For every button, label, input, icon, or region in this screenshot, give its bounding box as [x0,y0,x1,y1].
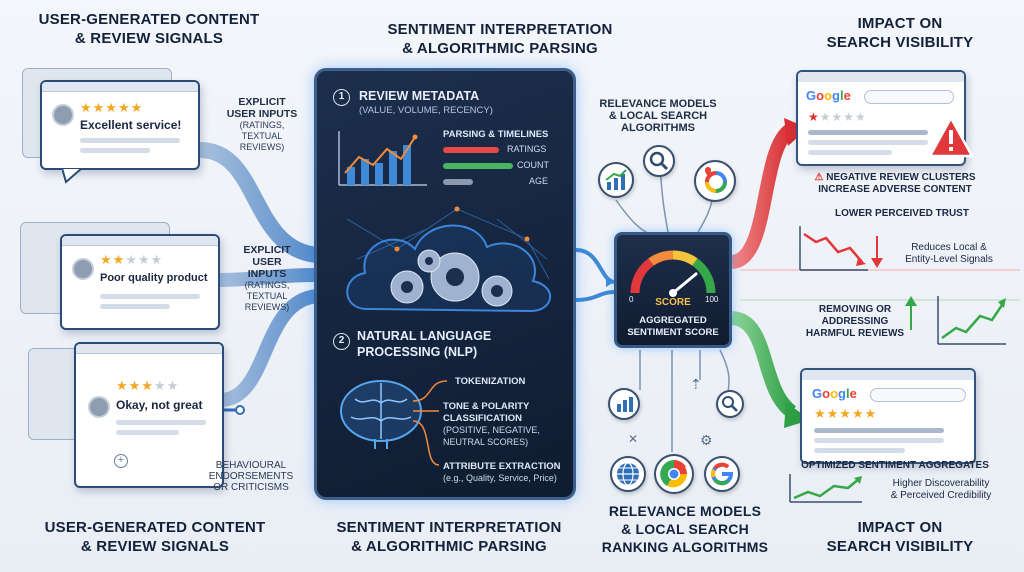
heading-bottom-center: SENTIMENT INTERPRETATION & ALGORITHMIC P… [336,519,562,555]
search-small-icon [716,390,744,418]
nlp-tone-line4: NEUTRAL SCORES) [443,437,529,447]
review-text-lines [116,420,206,440]
down-arrow-icon [871,236,883,268]
heading-top-left: USER-GENERATED CONTENT & REVIEW SIGNALS [38,11,260,47]
nlp-tone-line1: TONE & POLARITY [443,401,530,412]
search-result-positive-card: Google ★★★★★ [800,368,976,464]
parsing-timelines-label: PARSING & TIMELINES [443,129,549,140]
optimized-aggregates-text: OPTIMIZED SENTIMENT AGGREGATES [801,460,989,471]
window-bar [62,236,218,246]
review-text: Excellent service! [80,118,182,132]
up-arrow-icon [905,296,917,330]
higher-discoverability-text: Higher Discoverability & Perceived Credi… [890,478,992,501]
window-bar [798,72,964,82]
add-icon: + [114,454,128,468]
avatar [72,258,94,280]
result-stars: ★★★★★ [814,406,878,421]
small-warning-icon: ⚠ [814,172,824,183]
ratings-label: RATINGS [507,144,547,154]
count-label: COUNT [517,160,549,170]
review-card-okay: ★★★★★ Okay, not great + [74,342,224,488]
age-bar [443,179,473,185]
review-card-poor: ★★★★★ Poor quality product [60,234,220,330]
sentiment-processing-panel: 1 REVIEW METADATA (VALUE, VOLUME, RECENC… [314,68,576,500]
review-text-lines [100,294,200,314]
search-bar [864,90,954,104]
metadata-chart-icon [338,131,427,186]
bar-chart-icon [608,388,640,420]
gauge-title-line1: AGGREGATED [639,315,707,326]
trend-chart-icon [598,162,634,198]
heading-bottom-left: USER-GENERATED CONTENT & REVIEW SIGNALS [44,519,266,555]
label-explicit-inputs-2: EXPLICIT USER INPUTS (RATINGS, TEXTUAL R… [243,244,291,312]
gauge-needle [671,272,698,295]
window-bar [42,82,198,92]
step-number-1: 1 [333,89,350,106]
rising-chart-icon [937,296,1006,345]
google-maps-icon [694,160,736,202]
speech-tail-icon [62,168,84,184]
nlp-tone-line3: (POSITIVE, NEGATIVE, [443,425,540,435]
ratings-bar [443,147,499,153]
tools-icon: ✕ [628,432,639,446]
relevance-models-label: RELEVANCE MODELS & LOCAL SEARCH ALGORITH… [599,98,717,134]
avatar [52,104,74,126]
review-text-lines [80,138,180,158]
aggregated-score-panel: 0 100 SCORE AGGREGATED SENTIMENT SCORE [614,232,732,348]
nlp-attribute-extraction: ATTRIBUTE EXTRACTION [443,461,561,472]
removing-reviews-text: REMOVING OR ADDRESSING HARMFUL REVIEWS [805,304,905,339]
result-lines [814,428,944,458]
heading-top-right: IMPACT ON SEARCH VISIBILITY [826,15,974,51]
review-text: Okay, not great [116,398,203,412]
step1-subtitle: (VALUE, VOLUME, RECENCY) [359,105,493,116]
review-stars: ★★★★★ [80,100,144,115]
nlp-tone-line2: CLASSIFICATION [443,413,522,424]
count-bar [443,163,513,169]
label-behavioural: BEHAVIOURAL ENDORSEMENTS OR CRITICISMS [208,460,294,493]
gears-cloud-icon [346,206,552,313]
step1-title: REVIEW METADATA [359,89,480,103]
score-gauge-icon [630,250,716,297]
avatar [88,396,110,418]
heading-bottom-right: IMPACT ON SEARCH VISIBILITY [826,519,974,555]
step2-title-line1: NATURAL LANGUAGE [357,329,492,343]
result-lines [808,130,928,160]
globe-icon [610,456,646,492]
google-logo: Google [806,88,851,103]
step2-title-line2: PROCESSING (NLP) [357,345,478,359]
gear-small-icon: ⚙ [700,432,713,448]
step-number-2: 2 [333,333,350,350]
heading-bottom-mid-right: RELEVANCE MODELS & LOCAL SEARCH RANKING … [601,503,769,555]
result-stars: ★★★★★ [808,110,867,124]
heading-top-center: SENTIMENT INTERPRETATION & ALGORITHMIC P… [387,21,613,57]
pin-icon: ⇡ [690,376,702,392]
label-explicit-inputs-1: EXPLICIT USER INPUTS (RATINGS, TEXTUAL R… [226,96,298,152]
window-bar [76,344,222,354]
nlp-attribute-sub: (e.g., Quality, Service, Price) [443,473,557,483]
gauge-max: 100 [705,295,719,304]
gauge-title-line2: SENTIMENT SCORE [627,327,719,338]
warning-icon [928,116,974,158]
review-card-excellent: ★★★★★ Excellent service! [40,80,200,170]
nlp-tokenization: TOKENIZATION [455,376,526,387]
search-magnifier-icon [643,145,675,177]
chrome-icon [654,454,694,494]
nlp-connectors [413,380,448,466]
growth-chart-icon [789,474,862,503]
lower-trust-text: LOWER PERCEIVED TRUST [835,208,969,219]
reduces-signals-text: Reduces Local & Entity-Level Signals [905,242,993,265]
review-text: Poor quality product [100,272,208,284]
review-stars: ★★★★★ [116,378,180,393]
age-label: AGE [529,176,549,186]
google-logo: Google [812,386,857,401]
gauge-score-label: SCORE [655,297,691,308]
negative-clusters-text: ⚠ NEGATIVE REVIEW CLUSTERS INCREASE ADVE… [814,172,976,195]
gauge-min: 0 [629,295,634,304]
declining-chart-icon [799,226,868,271]
window-bar [802,370,974,380]
search-bar [870,388,966,402]
review-stars: ★★★★★ [100,252,164,267]
google-g-icon [704,456,740,492]
